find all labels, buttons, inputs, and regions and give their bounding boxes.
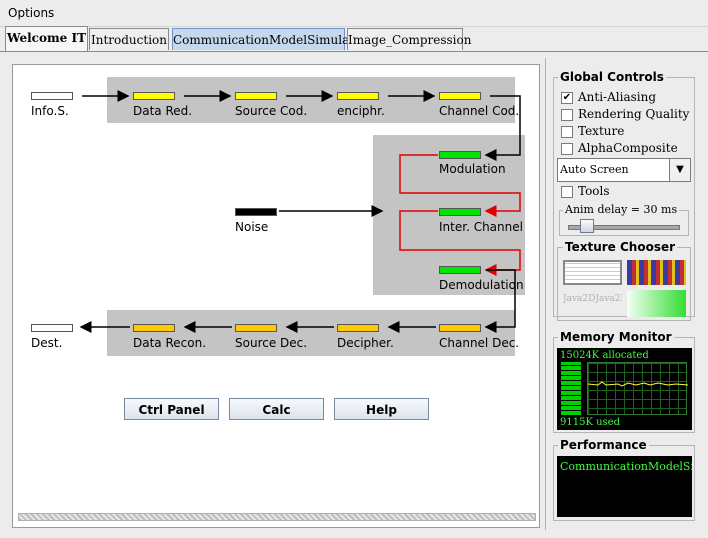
decoder-band (107, 310, 515, 356)
tab-welcome-it[interactable]: Welcome IT (5, 26, 88, 51)
anti-aliasing-checkbox[interactable]: ✔ (561, 92, 573, 104)
inter-channel-label: Inter. Channel (439, 220, 523, 234)
anti-aliasing-label: Anti-Aliasing (578, 90, 657, 104)
texture-chooser-title: Texture Chooser (563, 240, 678, 254)
channel-coding-block[interactable] (439, 92, 481, 100)
memory-monitor-title: Memory Monitor (558, 330, 674, 344)
alpha-composite-checkbox[interactable] (561, 143, 573, 155)
performance-title: Performance (558, 438, 649, 452)
noise-label: Noise (235, 220, 269, 234)
texture-checkbox[interactable] (561, 126, 573, 138)
memory-usage-bar (561, 362, 581, 415)
encipher-block[interactable] (337, 92, 379, 100)
source-coding-label: Source Cod. (235, 104, 308, 118)
memory-used-text: 9115K used (560, 417, 620, 428)
memory-allocated-text: 15024K allocated (560, 350, 649, 361)
tools-checkbox[interactable] (561, 186, 573, 198)
source-coding-block[interactable] (235, 92, 277, 100)
anim-delay-track[interactable] (568, 225, 680, 230)
help-button[interactable]: Help (334, 398, 429, 420)
ctrl-panel-button[interactable]: Ctrl Panel (124, 398, 219, 420)
demodulation-label: Demodulation (439, 278, 524, 292)
info-source-label: Info.S. (31, 104, 69, 118)
memory-graph (587, 362, 688, 415)
info-source-block[interactable] (31, 92, 73, 100)
texture-sample-text: Java2DJava2D (563, 294, 622, 304)
modulation-label: Modulation (439, 162, 506, 176)
panel-divider (545, 58, 546, 530)
channel-decoding-label: Channel Dec. (439, 336, 520, 350)
source-decoding-label: Source Dec. (235, 336, 308, 350)
destination-label: Dest. (31, 336, 63, 350)
anim-delay-slider-thumb[interactable] (580, 219, 594, 233)
texture-swatch-text[interactable]: Java2DJava2D (563, 290, 622, 317)
anim-delay-label: Anim delay = 30 ms (563, 203, 680, 216)
alpha-composite-label: AlphaComposite (578, 141, 678, 155)
rendering-quality-label: Rendering Quality (578, 107, 690, 121)
decipher-label: Decipher. (337, 336, 394, 350)
noise-block[interactable] (235, 208, 277, 216)
inter-channel-block[interactable] (439, 208, 481, 216)
performance-screen[interactable]: CommunicationModelSimulator (557, 456, 692, 517)
demodulation-block[interactable] (439, 266, 481, 274)
resize-handle[interactable] (18, 513, 536, 521)
encoder-band (107, 77, 515, 123)
tab-underline (0, 51, 708, 52)
tab-introduction[interactable]: Introduction (89, 28, 169, 50)
data-reconstruction-label: Data Recon. (133, 336, 207, 350)
tools-label: Tools (578, 184, 610, 198)
decipher-block[interactable] (337, 324, 379, 332)
tab-communication-model-simulator[interactable]: CommunicationModelSimulator (172, 28, 367, 50)
menu-options[interactable]: Options (8, 6, 55, 20)
channel-coding-label: Channel Cod. (439, 104, 520, 118)
data-reduction-label: Data Red. (133, 104, 193, 118)
calc-button[interactable]: Calc (229, 398, 324, 420)
texture-label: Texture (578, 124, 625, 138)
menubar: Options (0, 0, 708, 27)
destination-block[interactable] (31, 324, 73, 332)
data-reconstruction-block[interactable] (133, 324, 175, 332)
chevron-down-icon[interactable]: ▼ (669, 159, 690, 181)
channel-decoding-block[interactable] (439, 324, 481, 332)
memory-graph-line (588, 381, 688, 387)
encipher-label: enciphr. (337, 104, 385, 118)
source-decoding-block[interactable] (235, 324, 277, 332)
data-reduction-block[interactable] (133, 92, 175, 100)
performance-text: CommunicationModelSimulator (560, 460, 692, 473)
texture-swatch-pattern[interactable] (627, 260, 686, 285)
tab-strip: Welcome IT Introduction CommunicationMod… (0, 26, 708, 52)
texture-swatch-gradient[interactable] (627, 290, 686, 317)
memory-monitor-screen[interactable]: 15024K allocated 9115K used (557, 348, 692, 430)
tab-image-compression[interactable]: Image_Compression (347, 28, 471, 50)
texture-swatch-grid[interactable] (563, 260, 622, 285)
screen-select-value: Auto Screen (560, 163, 629, 176)
global-controls-title: Global Controls (558, 70, 666, 84)
modulation-block[interactable] (439, 151, 481, 159)
screen-select[interactable]: Auto Screen ▼ (557, 158, 691, 182)
rendering-quality-checkbox[interactable] (561, 109, 573, 121)
